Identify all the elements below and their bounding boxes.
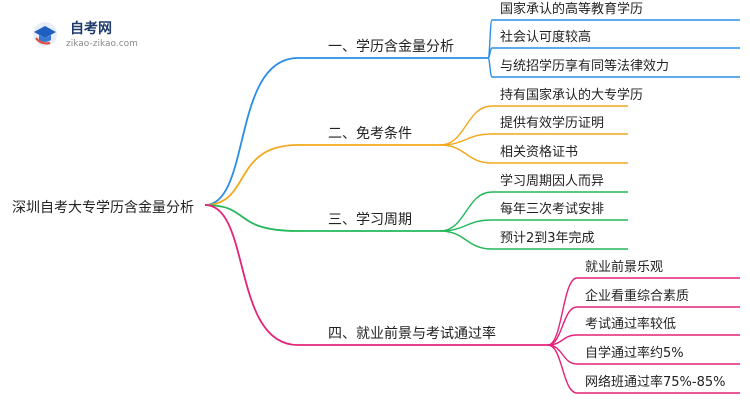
leaf-label: 学习周期因人而异 [500,173,604,189]
branch-label: 一、学历含金量分析 [328,39,454,55]
leaf-connector [547,344,578,365]
branch-label: 四、就业前景与考试通过率 [328,325,496,342]
leaf-label: 相关资格证书 [500,144,578,160]
mindmap-nodes: 深圳自考大专学历含金量分析 一、学历含金量分析 国家承认的高等教育学历社会认可度较高… [12,1,725,390]
leaf-connector [487,57,493,78]
leaf-label: 企业看重综合素质 [585,288,689,304]
branch-connector [204,144,299,206]
leaf-connector [439,230,493,250]
leaf-label: 就业前景乐观 [585,259,663,275]
leaf-label: 每年三次考试安排 [500,201,604,217]
leaf-label: 预计2到3年完成 [500,231,595,246]
leaf-connector [547,344,578,394]
branch-label: 二、免考条件 [328,125,412,142]
branch-connector [204,204,299,232]
mindmap-edges [204,19,740,394]
leaf-connector [547,306,578,346]
leaf-label: 社会认可度较高 [500,29,591,45]
leaf-label: 提供有效学历证明 [500,115,604,131]
leaf-label: 网络班通过率75%-85% [585,374,725,390]
leaf-label: 国家承认的高等教育学历 [500,1,643,17]
site-logo[interactable]: 自考网 zikao-zikao.com [30,14,140,54]
leaf-label: 自学通过率约5% [585,345,684,361]
logo-title: 自考网 [70,21,112,37]
leaf-label: 与统招学历享有同等法律效力 [500,58,669,74]
root-label: 深圳自考大专学历含金量分析 [12,200,194,216]
leaf-connector [439,191,493,232]
leaf-connector [439,105,493,146]
leaf-label: 考试通过率较低 [585,316,676,332]
leaf-label: 持有国家承认的大专学历 [500,87,643,103]
logo-url: zikao-zikao.com [66,39,138,49]
branch-connector [204,204,299,346]
branch-connector [204,57,299,206]
leaf-connector [439,144,493,164]
branch-label: 三、学习周期 [328,212,412,228]
graduation-cap-icon [33,22,57,46]
